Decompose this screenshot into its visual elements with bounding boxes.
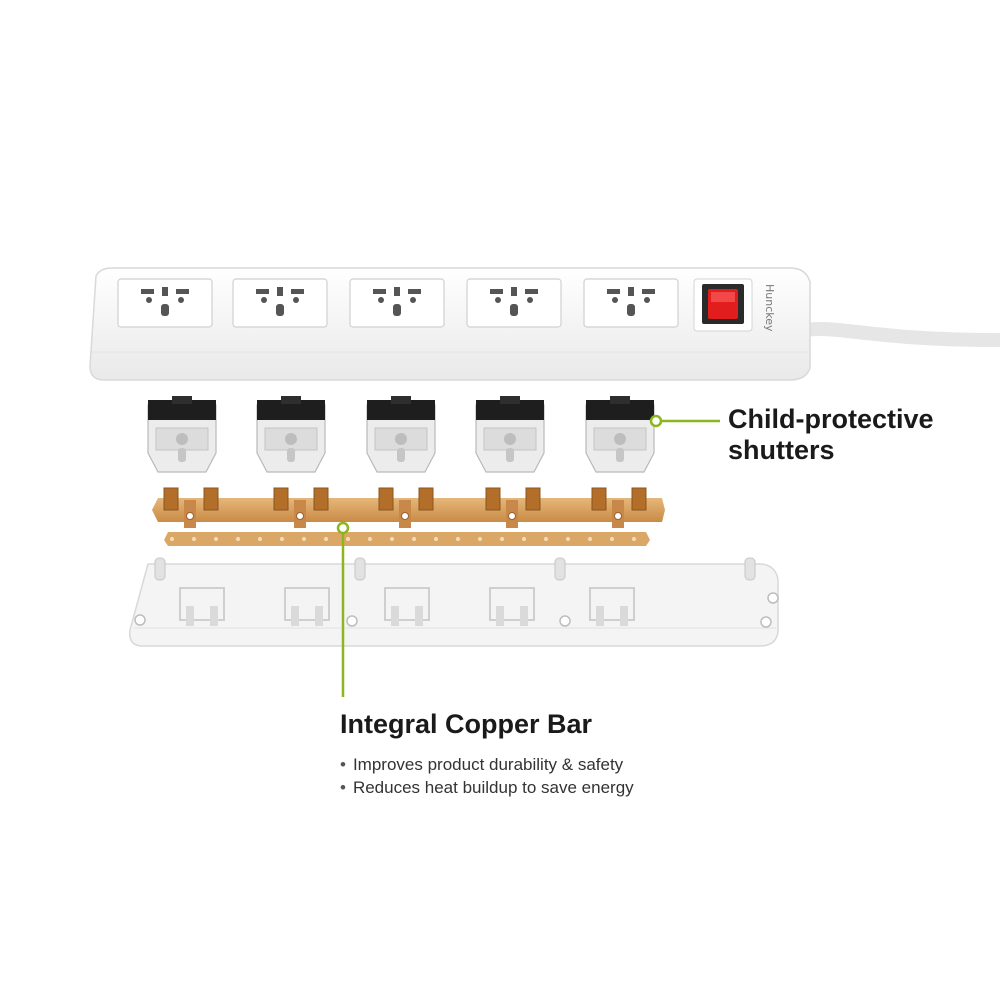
copper-bar-benefits-list: Improves product durability & safety Red… (340, 753, 634, 799)
benefit-item: Improves product durability & safety (340, 753, 634, 776)
copper-bar (152, 487, 665, 546)
shutters-callout-title: Child-protective shutters (728, 404, 988, 466)
copper-contact (273, 487, 329, 528)
child-protective-shutter (475, 396, 545, 473)
copper-contact (378, 487, 434, 528)
base-socket-mount (589, 587, 635, 626)
power-strip-base (128, 557, 779, 647)
child-protective-shutter (585, 396, 655, 473)
shutters-title-line1: Child-protective (728, 404, 934, 434)
base-socket-mount (489, 587, 535, 626)
child-protective-shutter (256, 396, 326, 473)
copper-bar-callout-title: Integral Copper Bar (340, 709, 593, 739)
child-protective-shutter (366, 396, 436, 473)
base-socket-mount (284, 587, 330, 626)
outlet-socket (349, 278, 445, 328)
child-protective-shutter (147, 396, 217, 473)
outlet-row (117, 278, 679, 328)
outlet-socket (117, 278, 213, 328)
power-cord (798, 321, 1000, 347)
copper-contact (591, 487, 647, 528)
benefit-item: Reduces heat buildup to save energy (340, 776, 634, 799)
outlet-socket (466, 278, 562, 328)
shutters-title-line2: shutters (728, 435, 835, 465)
outlet-socket (583, 278, 679, 328)
outlet-socket (232, 278, 328, 328)
base-socket-mount (384, 587, 430, 626)
shutters-callout-line (649, 414, 720, 428)
brand-logo: Hunckey (763, 284, 776, 332)
copper-contact (485, 487, 541, 528)
base-socket-mount (179, 587, 225, 626)
copper-bar-callout-line (336, 521, 350, 697)
power-switch (693, 278, 753, 332)
copper-contact (163, 487, 219, 528)
shutter-row (147, 396, 655, 473)
